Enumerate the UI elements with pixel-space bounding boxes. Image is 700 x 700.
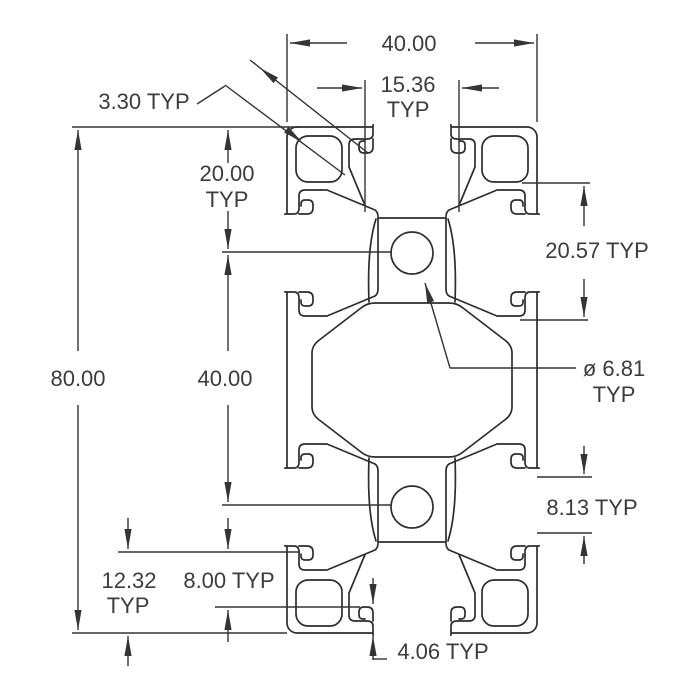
dimension-hole-diameter: ø 6.81 TYP	[424, 282, 645, 407]
dimension-top-slot-spacing: 15.36 TYP	[317, 72, 499, 212]
dim-corner-offset-label: 20.00	[199, 161, 254, 186]
web-top-right	[447, 218, 457, 303]
dimension-bottom-slot-offset: 8.00 TYP	[183, 518, 360, 642]
dim-overall-width-label: 40.00	[381, 31, 436, 56]
corner-cavity-top-right	[481, 135, 529, 183]
dim-bottom-slot-offset-label: 8.00 TYP	[183, 568, 274, 593]
dimension-corner-offset: 20.00 TYP	[72, 126, 392, 253]
center-octagon-cavity	[311, 302, 513, 458]
dim-hole-diameter-label: ø 6.81	[583, 356, 645, 381]
dimension-right-slot-width: 8.13 TYP	[537, 446, 638, 564]
web-bottom-right	[447, 457, 457, 542]
corner-cavity-top-left	[295, 135, 343, 183]
dim-top-slot-spacing-label: 15.36	[380, 72, 435, 97]
center-hole-bottom	[390, 485, 434, 529]
corner-cavity-bottom-right	[481, 579, 529, 627]
extrusion-profile	[281, 121, 543, 639]
dim-top-slot-spacing-typ: TYP	[387, 97, 430, 122]
dim-lip-height-label: 4.06 TYP	[397, 639, 488, 664]
wall-thickness-arrow-upper	[260, 68, 278, 84]
center-hole-top	[390, 231, 434, 275]
dim-corner-offset-typ: TYP	[206, 187, 249, 212]
dim-hole-diameter-typ: TYP	[593, 382, 636, 407]
dim-right-slot-width-label: 8.13 TYP	[546, 495, 637, 520]
web-top-left	[367, 218, 377, 303]
dim-hole-spacing-label: 40.00	[197, 366, 252, 391]
dimension-side-slot-spacing: 20.57 TYP	[520, 182, 649, 321]
dimension-wall-thickness: 3.30 TYP	[98, 59, 369, 176]
dim-bottom-corner-offset-typ: TYP	[107, 593, 150, 618]
web-bottom-left	[367, 457, 377, 542]
dimension-overall-width: 40.00	[286, 31, 538, 122]
dimension-hole-spacing: 40.00	[197, 255, 392, 506]
dimension-bottom-corner-offset: 12.32 TYP	[101, 518, 300, 666]
dim-overall-height-label: 80.00	[50, 366, 105, 391]
wall-thickness-arrow-lower	[284, 126, 302, 142]
dimension-overall-height: 80.00	[50, 130, 287, 634]
dim-side-slot-spacing-label: 20.57 TYP	[545, 238, 649, 263]
dim-wall-thickness-label: 3.30 TYP	[98, 89, 189, 114]
dim-bottom-corner-offset-label: 12.32	[101, 568, 156, 593]
dimension-lip-height: 4.06 TYP	[369, 578, 489, 664]
corner-cavity-bottom-left	[295, 579, 343, 627]
